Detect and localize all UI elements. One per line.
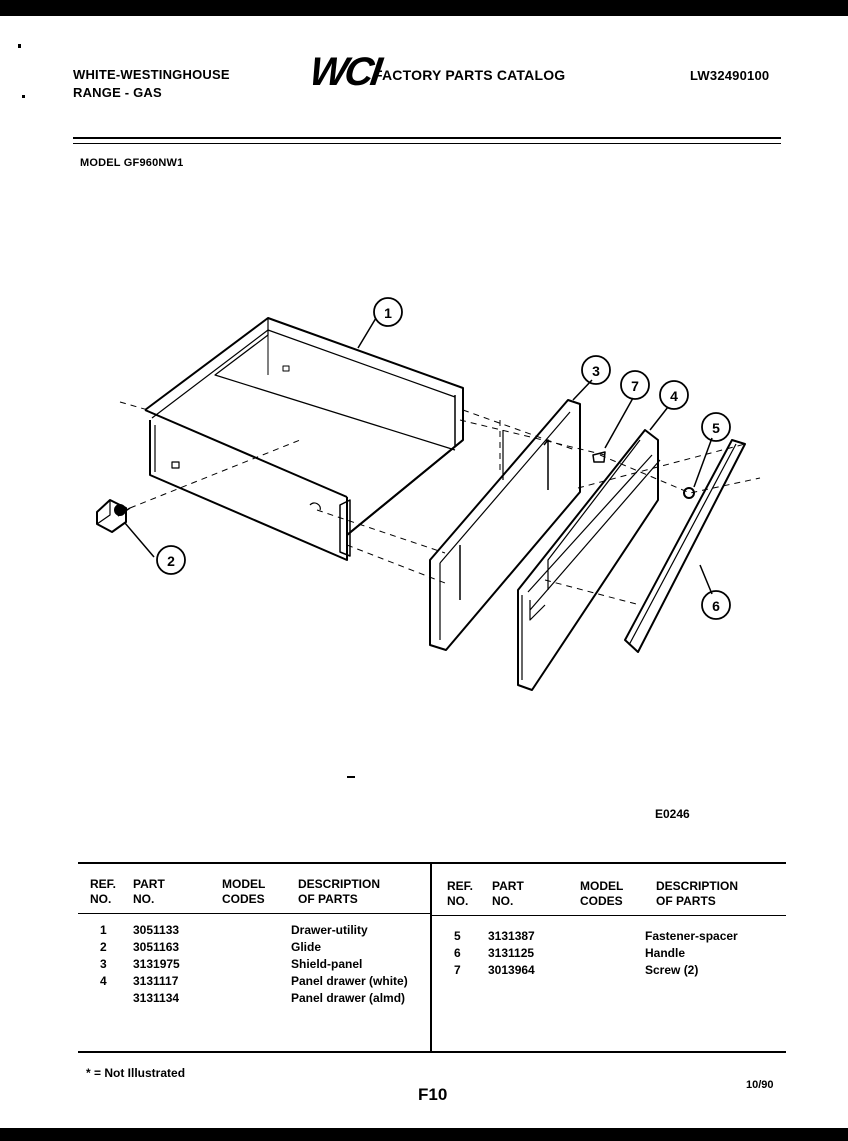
col-head-ref-left: REF.NO. [90, 877, 117, 906]
model-label: MODEL GF960NW1 [80, 157, 184, 169]
table-center-divider [430, 864, 432, 1052]
right-parts-list: 5 3131387 Fastener-spacer 6 3131125 Hand… [447, 928, 786, 979]
table-top-rule [78, 862, 786, 864]
table-bottom-rule [78, 1051, 786, 1053]
glide-drawing [96, 499, 131, 533]
col-head-ref-right: REF.NO. [447, 879, 474, 908]
table-row: 3131134 Panel drawer (almd) [133, 991, 406, 1005]
bottom-border-bar [0, 1128, 848, 1141]
revision-date: 10/90 [746, 1079, 774, 1091]
catalog-title: FACTORY PARTS CATALOG [374, 67, 566, 83]
shield-panel-drawing [429, 399, 581, 651]
callout-6: 6 [712, 598, 720, 614]
page-number: F10 [418, 1085, 448, 1104]
screw-drawing [592, 451, 606, 463]
left-parts-list: 1 3051133 Drawer-utility 2 3051163 Glide… [90, 922, 430, 1007]
drawing-code: E0246 [655, 807, 690, 821]
brand-line-1: WHITE-WESTINGHOUSE [73, 67, 230, 82]
top-border-bar [0, 0, 848, 16]
brand-line-2: RANGE - GAS [73, 85, 162, 100]
table-row: 5 3131387 Fastener-spacer [454, 929, 738, 943]
speck [22, 95, 25, 98]
not-illustrated-note: * = Not Illustrated [86, 1066, 186, 1080]
callout-7: 7 [631, 378, 639, 394]
callout-3: 3 [592, 363, 600, 379]
table-row: 3 3131975 Shield-panel [100, 957, 363, 971]
callout-4: 4 [670, 388, 678, 404]
catalog-number: LW32490100 [690, 68, 770, 83]
panel-drawer-drawing [517, 429, 661, 691]
header-rule-2 [73, 143, 781, 144]
callout-2: 2 [167, 553, 175, 569]
drawer-utility-drawing [144, 317, 464, 561]
callout-1: 1 [384, 305, 392, 321]
speck [347, 776, 355, 778]
table-head-rule-left [78, 913, 430, 914]
speck [18, 44, 21, 48]
table-row: 7 3013964 Screw (2) [454, 963, 699, 977]
table-head-rule-right [432, 915, 786, 916]
table-row: 6 3131125 Handle [454, 946, 686, 960]
header-rule-1 [73, 137, 781, 139]
table-row: 2 3051163 Glide [100, 940, 322, 954]
table-row: 1 3051133 Drawer-utility [100, 923, 368, 937]
fastener-drawing [683, 487, 695, 499]
table-row: 4 3131117 Panel drawer (white) [100, 974, 408, 988]
handle-drawing [624, 439, 746, 653]
callout-5: 5 [712, 420, 720, 436]
